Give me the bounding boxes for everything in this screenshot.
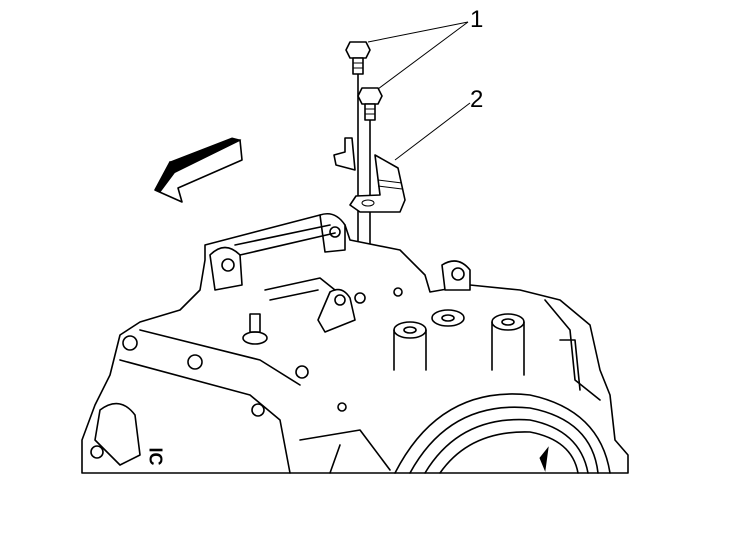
callout-1-leaders <box>367 21 469 90</box>
casting-mark: IC <box>145 447 166 466</box>
callout-2-label: 2 <box>470 86 484 113</box>
direction-arrow-icon <box>154 137 243 203</box>
callout-2-leader <box>394 102 471 161</box>
callout-1-label: 1 <box>470 6 484 33</box>
transmission-housing <box>81 212 629 474</box>
bracket <box>333 137 406 213</box>
